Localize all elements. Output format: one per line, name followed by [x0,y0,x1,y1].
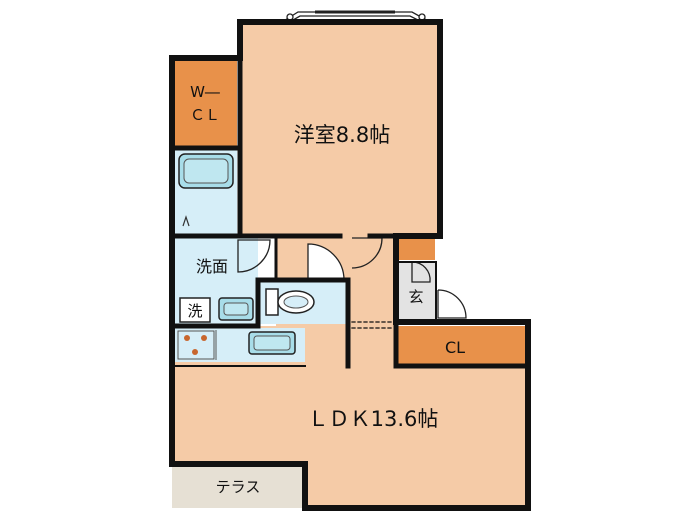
walk-in-closet-label-line2: ＣＬ [190,106,220,124]
labels: 洋室8.8帖 ＬＤＫ13.6帖 W― ＣＬ CL 洗面 洗 玄 テラス [187,83,465,496]
burner-icon [201,335,207,341]
burner-icon [192,349,198,355]
ldk-label: ＬＤＫ13.6帖 [308,407,439,431]
outer-wall [169,19,531,511]
walk-in-closet-label-line1: W― [190,83,220,101]
western-room-floor [240,22,440,236]
washer-label: 洗 [187,302,202,320]
walls [169,19,531,511]
western-room-label: 洋室8.8帖 [294,123,390,147]
terrace-floor [172,464,302,508]
burner-icon [184,335,190,341]
closet-label: CL [445,338,465,357]
walk-in-closet-floor [175,60,237,148]
shower-icon [182,215,190,227]
washing-machine-space [179,297,211,323]
door-swing [237,239,271,273]
ldk-floor [172,326,528,508]
door-swing [437,289,467,319]
closet-floor [396,326,526,366]
door-swing [351,237,383,269]
washroom-label: 洗面 [196,257,228,276]
shoe-cabinet [397,238,435,260]
entrance-label: 玄 [408,288,423,306]
fixtures [177,153,315,360]
toilet-icon [265,288,315,316]
terrace-label: テラス [216,478,261,496]
